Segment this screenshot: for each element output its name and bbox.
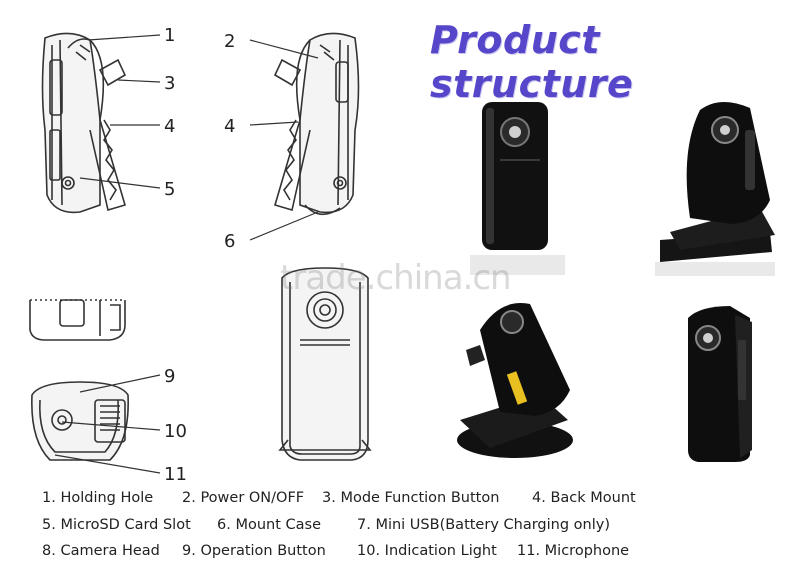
- callout-11: 11: [164, 464, 187, 485]
- legend-item-operation-button: 9. Operation Button: [182, 543, 326, 559]
- legend-item-mode-button: 3. Mode Function Button: [322, 490, 500, 506]
- legend-item-mount-case: 6. Mount Case: [217, 516, 321, 533]
- legend-item-power: 2. Power ON/OFF: [182, 490, 305, 506]
- legend-item-microphone: 11. Microphone: [517, 543, 630, 559]
- callout-5: 5: [164, 179, 175, 200]
- legend-item-holding-hole: 1. Holding Hole: [42, 490, 154, 506]
- photo-camera-on-stand: [655, 101, 775, 276]
- legend-item-back-mount: 4. Back Mount: [532, 490, 636, 506]
- photo-camera-on-base: [457, 303, 573, 458]
- legend-row: 8. Camera Head 9. Operation Button 10. I…: [42, 543, 782, 570]
- photo-camera-upright: [470, 102, 565, 275]
- photo-camera-front: [688, 306, 752, 462]
- callout-6: 6: [224, 231, 235, 252]
- camera-front-view: [278, 267, 372, 461]
- watermark: trade.china.cn: [280, 258, 512, 298]
- callout-4-left: 4: [164, 116, 175, 137]
- legend-item-microsd-slot: 5. MicroSD Card Slot: [42, 516, 191, 533]
- page-title: Product structure: [430, 18, 634, 106]
- legend-item-camera-head: 8. Camera Head: [42, 543, 160, 559]
- callout-1: 1: [164, 25, 175, 46]
- camera-side-view-right: [273, 32, 360, 216]
- camera-side-view-left: [41, 32, 127, 214]
- callout-2: 2: [224, 31, 235, 52]
- parts-legend: 1. Holding Hole 2. Power ON/OFF 3. Mode …: [42, 490, 782, 570]
- callout-4-right: 4: [224, 116, 235, 137]
- callout-9: 9: [164, 366, 175, 387]
- legend-item-mini-usb: 7. Mini USB(Battery Charging only): [357, 516, 610, 533]
- callout-leaders: [54, 34, 319, 474]
- camera-top-partial-view: [29, 299, 126, 341]
- callout-10: 10: [164, 421, 187, 442]
- callout-numbers: 1 3 4 5 2 4 6 9 10 11: [164, 25, 235, 485]
- legend-item-indication-light: 10. Indication Light: [357, 543, 497, 559]
- legend-row: 1. Holding Hole 2. Power ON/OFF 3. Mode …: [42, 490, 782, 517]
- legend-row: 5. MicroSD Card Slot 6. Mount Case 7. Mi…: [42, 517, 782, 544]
- callout-3: 3: [164, 73, 175, 94]
- camera-end-view: [31, 381, 129, 461]
